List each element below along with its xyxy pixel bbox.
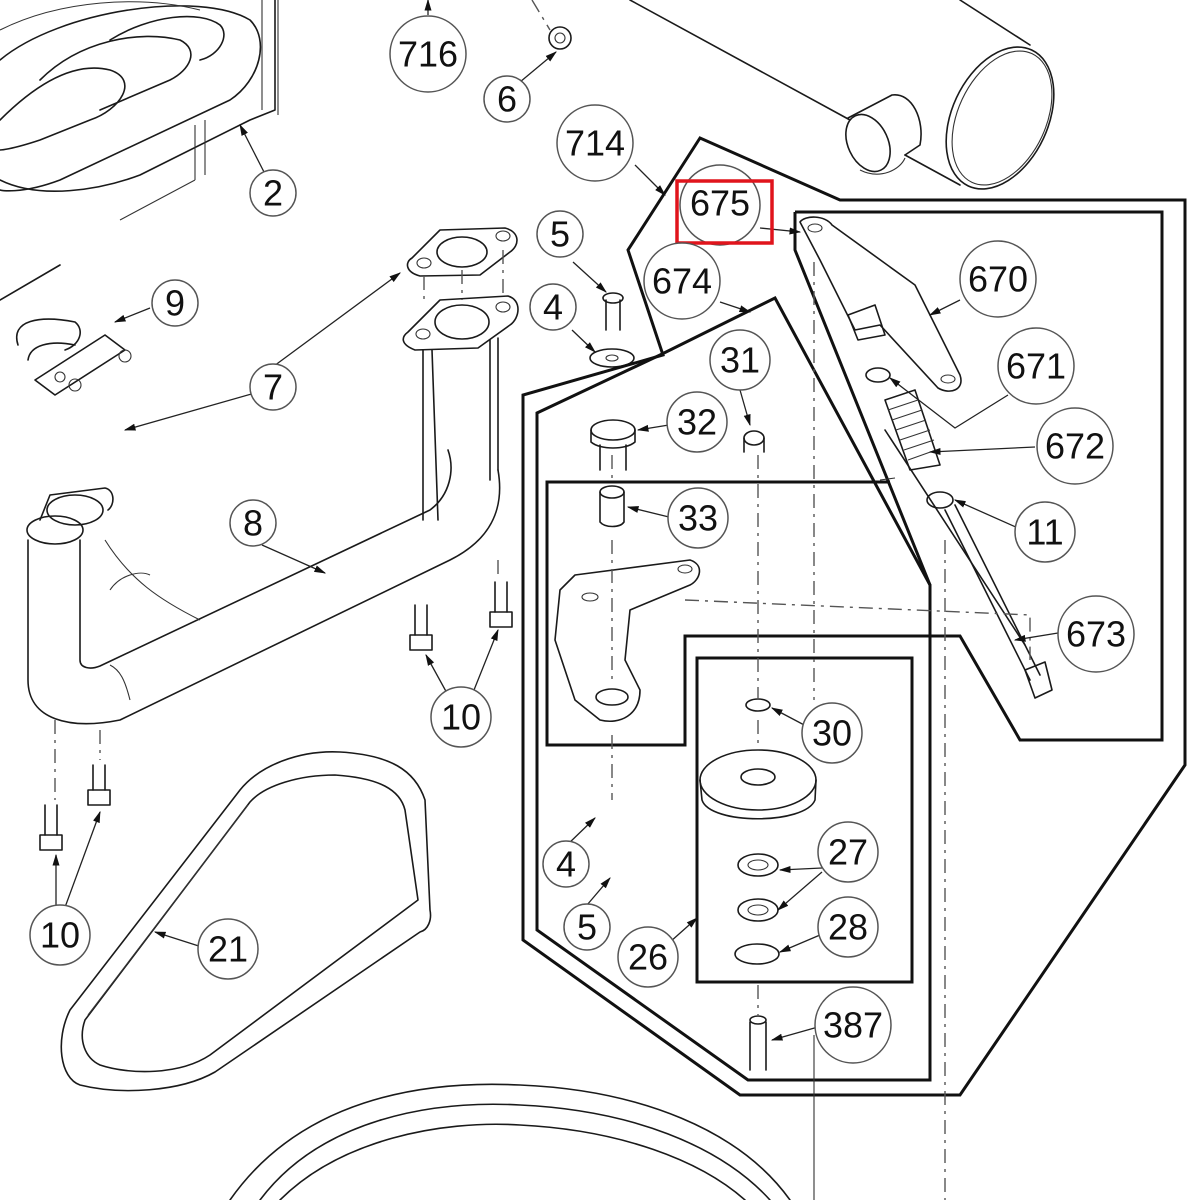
callout-label: 32 [677, 402, 717, 443]
pulley-assembly [699, 262, 946, 1200]
callout-label: 21 [208, 929, 248, 970]
callout-2[interactable]: 2 [249, 169, 297, 217]
callout-label: 6 [497, 79, 517, 120]
callout-33[interactable]: 33 [667, 487, 729, 549]
callout-label: 30 [812, 713, 852, 754]
callout-label: 7 [263, 367, 283, 408]
leader-lines [52, 0, 1059, 1041]
callout-5-upper[interactable]: 5 [536, 210, 584, 258]
seat-housing-part [0, 0, 279, 221]
callout-673[interactable]: 673 [1057, 595, 1135, 673]
callout-label: 27 [828, 832, 868, 873]
callout-672[interactable]: 672 [1036, 407, 1114, 485]
callout-label: 33 [678, 498, 718, 539]
callout-28[interactable]: 28 [817, 896, 879, 958]
callout-label: 11 [1026, 512, 1063, 553]
callout-9[interactable]: 9 [151, 279, 199, 327]
callout-7[interactable]: 7 [249, 363, 297, 411]
callout-label: 10 [40, 915, 80, 956]
callout-label: 5 [550, 214, 570, 255]
callout-label: 673 [1066, 614, 1126, 655]
detail-frames [521, 136, 1187, 1097]
callout-label: 28 [828, 907, 868, 948]
callout-label: 26 [628, 937, 668, 978]
callout-26[interactable]: 26 [617, 926, 679, 988]
callout-716[interactable]: 716 [389, 15, 467, 93]
gasket-part-7 [402, 227, 519, 351]
callout-387[interactable]: 387 [814, 986, 892, 1064]
callout-label: 2 [263, 173, 283, 214]
callout-21[interactable]: 21 [197, 918, 259, 980]
callout-label: 4 [543, 287, 563, 328]
callout-label: 9 [165, 283, 185, 324]
callout-label: 672 [1045, 426, 1105, 467]
idler-arm-parts [684, 216, 1053, 699]
callout-11[interactable]: 11 [1014, 501, 1076, 563]
callout-4-lower[interactable]: 4 [542, 840, 590, 888]
callout-6[interactable]: 6 [483, 75, 531, 123]
callout-label: 10 [441, 697, 481, 738]
callout-label: 674 [652, 261, 712, 302]
callout-label: 714 [565, 123, 625, 164]
callout-30[interactable]: 30 [801, 702, 863, 764]
callout-714[interactable]: 714 [556, 104, 634, 182]
callout-671[interactable]: 671 [997, 327, 1075, 405]
callout-label: 671 [1006, 346, 1066, 387]
belt-part-21 [60, 751, 791, 1200]
bushing-bracket-parts [554, 419, 701, 800]
bolt-washer-upper [589, 292, 635, 368]
callout-label: 4 [556, 844, 576, 885]
callout-8[interactable]: 8 [229, 499, 277, 547]
callout-label: 31 [720, 340, 760, 381]
callout-label: 387 [823, 1005, 883, 1046]
callout-31[interactable]: 31 [709, 329, 771, 391]
callout-label: 675 [690, 183, 750, 224]
exhaust-pipe-part-8 [26, 337, 501, 725]
callout-27[interactable]: 27 [817, 821, 879, 883]
clamp-part-9 [0, 264, 132, 396]
nut-part-6 [531, 0, 572, 50]
muffler-part [629, 0, 1055, 190]
callout-5-lower[interactable]: 5 [563, 903, 611, 951]
callout-674[interactable]: 674 [643, 242, 721, 320]
callout-10-middle[interactable]: 10 [430, 686, 492, 748]
highlight-box [675, 179, 774, 245]
callout-675[interactable]: 675 [679, 164, 761, 246]
bolts-part-10 [39, 560, 513, 851]
callout-670[interactable]: 670 [959, 240, 1037, 318]
callout-label: 8 [243, 503, 263, 544]
callout-10-left[interactable]: 10 [29, 904, 91, 966]
callout-label: 5 [577, 907, 597, 948]
callout-label: 670 [968, 259, 1028, 300]
callout-label: 716 [398, 34, 458, 75]
callout-32[interactable]: 32 [666, 391, 728, 453]
callout-4-upper[interactable]: 4 [529, 283, 577, 331]
